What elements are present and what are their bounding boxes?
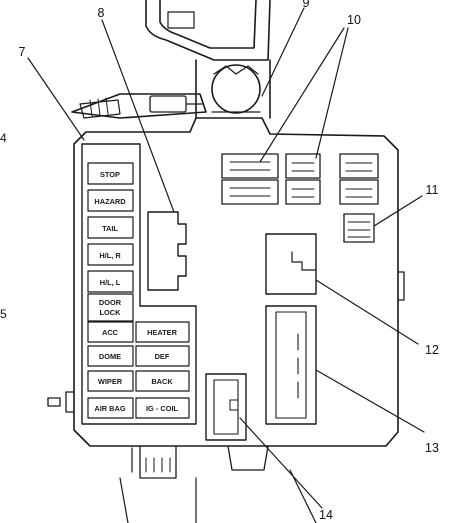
fuse-label-door-lock-line1: DOOR xyxy=(99,298,122,307)
callout-12: 12 xyxy=(425,343,439,357)
harness-connector xyxy=(71,93,207,119)
fuse-label-tail: TAIL xyxy=(102,224,118,233)
edge-mark-4: 4 xyxy=(0,131,7,145)
fuse-label-def: DEF xyxy=(155,352,170,361)
fuse-label-hl-l: H/L, L xyxy=(100,278,121,287)
connector-8 xyxy=(147,211,187,291)
fuse-label-wiper: WIPER xyxy=(98,377,123,386)
callout-11: 11 xyxy=(426,183,439,197)
fuse-column xyxy=(87,162,134,322)
fuse-block-left xyxy=(81,143,197,425)
callout-8: 8 xyxy=(98,6,105,20)
connector-12 xyxy=(265,233,317,295)
relay-11 xyxy=(343,213,375,243)
callout-9: 9 xyxy=(303,0,310,10)
edge-mark-5: 5 xyxy=(0,307,7,321)
fuse-label-hl-r: H/L, R xyxy=(99,251,121,260)
callout-13: 13 xyxy=(425,441,439,455)
fuse-grid xyxy=(87,321,190,419)
fuse-label-back: BACK xyxy=(151,377,173,386)
fuse-label-air-bag: AIR BAG xyxy=(94,404,125,413)
callout-10: 10 xyxy=(347,13,361,27)
fuse-label-door-lock-line2: LOCK xyxy=(100,308,122,317)
fuse-label-dome: DOME xyxy=(99,352,121,361)
callout-7: 7 xyxy=(19,45,26,59)
connector-14 xyxy=(205,373,247,441)
fuse-label-ig-coil: IG - COIL xyxy=(146,404,179,413)
relay-block-10 xyxy=(221,153,379,205)
fuse-box-housing xyxy=(47,117,405,523)
fuse-label-acc: ACC xyxy=(102,328,119,337)
fuse-label-hazard: HAZARD xyxy=(94,197,126,206)
fuse-label-stop: STOP xyxy=(100,170,120,179)
top-mounting-bracket xyxy=(145,0,271,119)
leader-lines xyxy=(27,7,425,509)
fuse-label-heater: HEATER xyxy=(147,328,177,337)
connector-13 xyxy=(265,305,317,425)
callout-14: 14 xyxy=(319,508,333,522)
